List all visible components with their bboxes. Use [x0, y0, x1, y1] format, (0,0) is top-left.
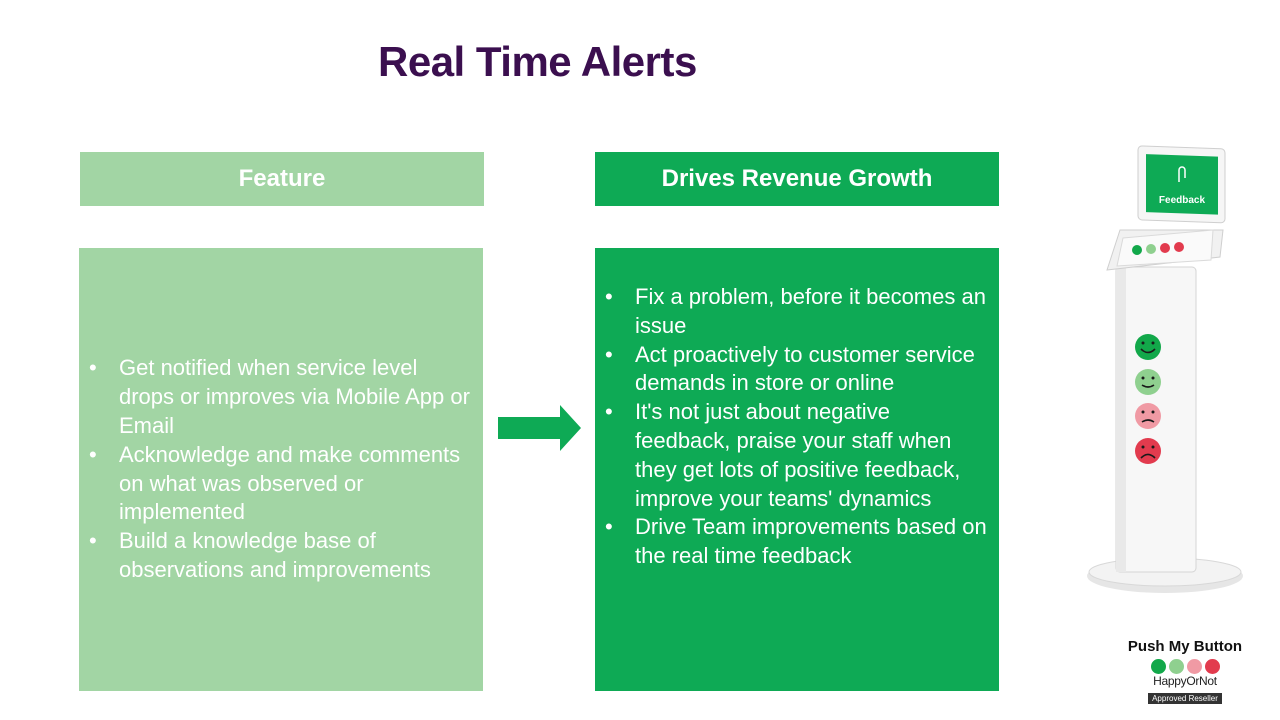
drives-bullet-list: Fix a problem, before it becomes an issu…	[595, 283, 999, 571]
unhappy-smiley-icon	[1186, 659, 1202, 674]
page-title: Real Time Alerts	[378, 38, 697, 85]
brand-smileys	[1110, 659, 1260, 674]
push-my-button-branding: Push My Button HappyOrNot Approved Resel…	[1110, 638, 1260, 706]
drives-revenue-panel: Fix a problem, before it becomes an issu…	[595, 248, 999, 691]
right-arrow-icon	[498, 405, 581, 451]
feature-bullet: Get notified when service level drops or…	[79, 354, 483, 440]
very-happy-smiley-icon	[1150, 659, 1166, 674]
drives-bullet: Act proactively to customer service dema…	[595, 341, 999, 399]
feature-bullet-list: Get notified when service level drops or…	[79, 354, 483, 584]
drives-revenue-header: Drives Revenue Growth	[595, 152, 999, 206]
drives-bullet: Fix a problem, before it becomes an issu…	[595, 283, 999, 341]
brand-name: Push My Button	[1127, 638, 1243, 655]
kiosk-screen-label: Feedback	[1159, 195, 1206, 206]
approved-reseller-badge: Approved Reseller	[1148, 693, 1222, 704]
happyornot-logo: HappyOrNot	[1153, 674, 1217, 688]
feature-header: Feature	[80, 152, 484, 206]
feedback-kiosk-image: Feedback	[1087, 145, 1243, 593]
very-unhappy-smiley-icon	[1204, 659, 1220, 674]
drives-bullet: It's not just about negative feedback, p…	[595, 398, 999, 513]
feature-panel: Get notified when service level drops or…	[79, 248, 483, 691]
smiley-buttons	[1135, 334, 1161, 464]
feature-bullet: Acknowledge and make comments on what wa…	[79, 441, 483, 527]
drives-bullet: Drive Team improvements based on the rea…	[595, 513, 999, 571]
feature-bullet: Build a knowledge base of observations a…	[79, 527, 483, 585]
happy-smiley-icon	[1168, 659, 1184, 674]
